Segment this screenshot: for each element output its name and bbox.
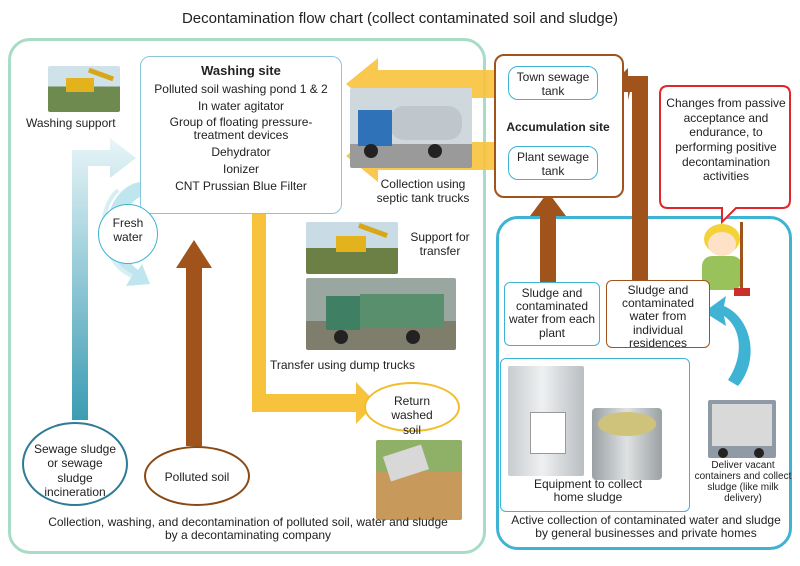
sewage-sludge-circle: Sewage sludge or sewage sludge incinerat…: [22, 422, 128, 506]
sludge-pail-photo: [592, 408, 662, 480]
page-title: Decontamination flow chart (collect cont…: [181, 10, 619, 27]
plant-sludge-arrow: [530, 192, 566, 282]
washing-site-box: Washing site Polluted soil washing pond …: [140, 56, 342, 214]
collection-septic-label: Collection using septic tank trucks: [376, 177, 470, 205]
equipment-box: [500, 358, 690, 512]
polluted-soil-circle: Polluted soil: [144, 446, 250, 506]
washing-support-label: Washing support: [26, 116, 116, 130]
mascot-character: [694, 222, 750, 298]
washing-item: Group of floating pressure-treatment dev…: [169, 115, 313, 142]
equipment-label: Equipment to collect home sludge: [533, 477, 643, 505]
deliver-label: Deliver vacant containers and collect sl…: [694, 460, 792, 504]
sludge-container-photo: [508, 366, 584, 476]
washing-item: Dehydrator: [211, 144, 271, 159]
washing-item: In water agitator: [197, 98, 285, 113]
transfer-excavator-photo: [306, 222, 398, 274]
delivery-return-arrow: [704, 296, 751, 386]
washing-site-title: Washing site: [201, 63, 281, 78]
fresh-water-circle: Fresh water: [98, 204, 158, 264]
support-transfer-label: Support for transfer: [410, 230, 470, 259]
right-area-caption: Active collection of contaminated water …: [511, 513, 781, 541]
sludge-from-residences-box: Sludge and contaminated water from indiv…: [606, 280, 710, 349]
residence-sludge-arrow: [612, 74, 648, 282]
left-area-caption: Collection, washing, and decontamination…: [48, 515, 448, 543]
speech-bubble-text: Changes from passive acceptance and endu…: [666, 96, 786, 184]
plant-sewage-tank: Plant sewage tank: [508, 146, 598, 180]
excavator-photo: [48, 66, 120, 112]
return-soil-arrow: [252, 210, 376, 424]
washing-item: Polluted soil washing pond 1 & 2: [154, 81, 328, 96]
transfer-dump-label: Transfer using dump trucks: [270, 358, 415, 372]
decontamination-company-frame: [8, 38, 486, 554]
sewage-sludge-arrow: [72, 138, 136, 420]
return-soil-circle: Return washed soil: [364, 382, 460, 437]
accumulation-site-label: Accumulation site: [506, 120, 610, 134]
washing-item: CNT Prussian Blue Filter: [175, 179, 307, 194]
polluted-soil-arrow: [176, 240, 212, 446]
speech-bubble-shape: [659, 85, 791, 225]
septic-truck-photo: [350, 88, 472, 168]
dump-truck-photo: [306, 278, 456, 350]
delivery-truck-photo: [708, 400, 776, 458]
sludge-from-plant-box: Sludge and contaminated water from each …: [504, 282, 600, 346]
soil-unload-photo: [376, 440, 462, 520]
washing-item: Ionizer: [222, 161, 260, 176]
town-sewage-tank: Town sewage tank: [508, 66, 598, 100]
